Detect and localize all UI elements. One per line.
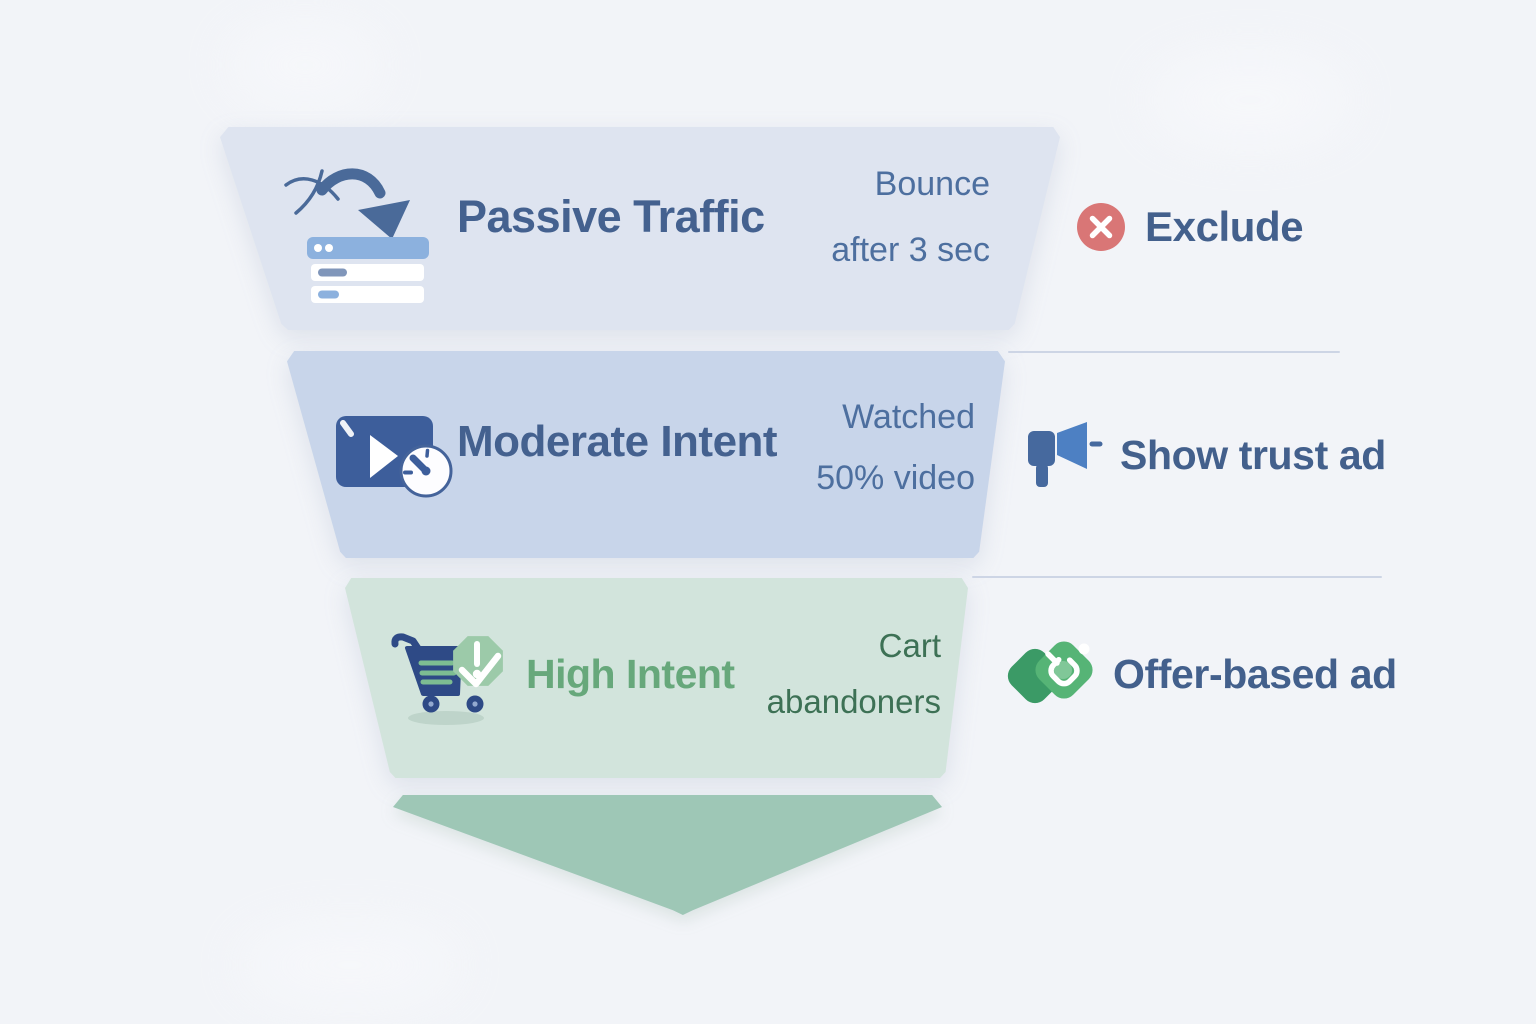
background-blob bbox=[240, 930, 460, 1000]
divider-line bbox=[1008, 351, 1340, 353]
funnel-tier-high-intent: High Intent Cart abandoners bbox=[345, 578, 968, 778]
tier-title: Moderate Intent bbox=[457, 417, 778, 466]
funnel-down-arrow-icon bbox=[393, 795, 942, 915]
action-row-exclude: Exclude bbox=[1077, 203, 1304, 251]
tier-title: Passive Traffic bbox=[457, 191, 765, 242]
megaphone-icon bbox=[1028, 422, 1103, 487]
action-row-show-trust-ad: Show trust ad bbox=[1026, 419, 1386, 491]
action-label: Show trust ad bbox=[1120, 431, 1386, 478]
funnel-tier-passive-traffic: Passive Traffic Bounce after 3 sec bbox=[220, 127, 1060, 330]
action-row-offer-based-ad: Offer-based ad bbox=[1006, 630, 1397, 718]
tier-annotation: Bounce after 3 sec bbox=[831, 151, 990, 283]
funnel-tier-moderate-intent: Moderate Intent Watched 50% video bbox=[287, 351, 1005, 558]
divider-line bbox=[972, 576, 1382, 578]
offer-tag-icon bbox=[1007, 641, 1093, 704]
arrow-shape bbox=[393, 795, 942, 915]
tier-annotation-line1: Bounce bbox=[874, 165, 990, 203]
action-label: Offer-based ad bbox=[1113, 650, 1397, 697]
tier-annotation: Cart abandoners bbox=[767, 618, 941, 730]
tier-annotation-line2: 50% video bbox=[816, 459, 975, 497]
tier-annotation-line1: Cart bbox=[878, 627, 941, 664]
action-label: Exclude bbox=[1145, 203, 1304, 250]
tier-annotation: Watched 50% video bbox=[816, 387, 975, 509]
tier-annotation-line1: Watched bbox=[842, 398, 975, 436]
tier-annotation-line2: abandoners bbox=[766, 683, 941, 720]
tier-annotation-line2: after 3 sec bbox=[831, 231, 990, 269]
exclude-icon bbox=[1077, 203, 1125, 251]
bounce-browser-icon bbox=[284, 168, 429, 303]
tier-title: High Intent bbox=[526, 651, 735, 697]
background-blob bbox=[230, 30, 380, 100]
abandoned-cart-icon bbox=[391, 633, 503, 725]
background-blob bbox=[1150, 60, 1350, 140]
video-watch-time-icon bbox=[336, 416, 453, 498]
